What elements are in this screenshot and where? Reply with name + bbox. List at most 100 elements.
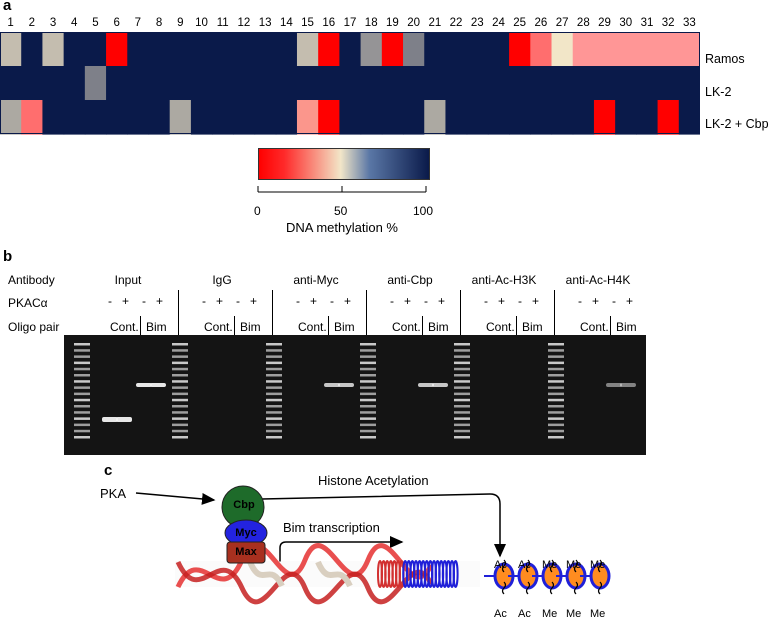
heatmap-cell: [487, 100, 510, 135]
pkac-sign: -: [202, 294, 206, 308]
antibody-label: anti-Cbp: [387, 273, 433, 287]
heatmap-column-label: 18: [364, 17, 378, 29]
heatmap-column-label: 9: [177, 17, 184, 29]
gel-band: [324, 383, 340, 387]
pkac-sign: -: [612, 294, 616, 308]
heatmap-cell: [275, 66, 298, 101]
heatmap-cell: [212, 100, 234, 135]
row-label-lk2-cbp: LK-2 + Cbp: [705, 117, 769, 131]
histone-acetylation-label: Histone Acetylation: [318, 473, 429, 488]
gel-band: [102, 417, 118, 422]
heatmap-cell: [445, 32, 468, 67]
heatmap-column-label: 33: [682, 17, 696, 29]
heatmap-cell: [509, 66, 531, 101]
heatmap-cell: [296, 100, 319, 135]
ladder-band: [548, 423, 564, 427]
ladder-band: [172, 417, 188, 420]
heatmap-column-label: 2: [28, 17, 36, 29]
pkac-sign: -: [236, 294, 240, 308]
heatmap-cell: [360, 32, 383, 67]
heatmap-column-label: 6: [113, 17, 120, 29]
pkac-sign: +: [532, 294, 540, 308]
group-separator: [366, 290, 367, 338]
oligo-cont-label: Cont.: [110, 320, 139, 334]
antibody-label: Input: [114, 273, 142, 287]
heatmap-cell: [233, 100, 256, 135]
heatmap-column-label: 7: [134, 17, 142, 29]
ladder-band: [548, 355, 564, 358]
heatmap-cell: [42, 100, 65, 135]
ladder-band: [548, 367, 564, 371]
oligo-bim-label: Bim: [616, 320, 637, 334]
ladder-band: [360, 380, 376, 383]
gel-band: [150, 383, 166, 387]
heatmap-cell: [424, 32, 447, 67]
heatmap-column-label: 23: [470, 17, 484, 29]
ladder-band: [266, 343, 282, 346]
group-separator: [460, 290, 461, 338]
pkac-sign: +: [404, 294, 412, 308]
heatmap-column-label: 31: [640, 17, 654, 29]
nucleosome-array: [484, 559, 611, 595]
ladder-band: [548, 361, 564, 365]
ladder-band: [74, 417, 90, 420]
heatmap-cell: [509, 32, 531, 67]
heatmap-cell: [636, 66, 659, 101]
ladder-band: [360, 417, 376, 420]
ladder-band: [74, 361, 90, 365]
ladder-band: [172, 405, 188, 408]
ladder-band: [548, 349, 564, 352]
heatmap-cell: [63, 66, 86, 101]
pkac-sign: +: [216, 294, 224, 308]
pkac-sign: -: [424, 294, 428, 308]
pkac-sign: +: [122, 294, 130, 308]
heatmap-column-label: 26: [534, 17, 548, 29]
ladder-band: [172, 374, 188, 377]
oligo-cont-label: Cont.: [486, 320, 515, 334]
ladder-band: [266, 386, 282, 389]
ladder-band: [266, 429, 282, 433]
dna-helix: [175, 543, 480, 605]
heatmap-cell: [487, 32, 510, 67]
group-separator: [272, 290, 273, 338]
gel-band: [620, 383, 636, 387]
ladder-band: [266, 405, 282, 408]
oligo-separator: [234, 316, 235, 338]
ladder-band: [172, 423, 188, 427]
heatmap-cell: [466, 66, 489, 101]
heatmap-cell: [678, 100, 700, 135]
ladder-band: [266, 355, 282, 358]
ladder-band: [360, 423, 376, 427]
histone-mark-top: Ac: [494, 559, 507, 571]
ladder-band: [360, 355, 376, 358]
heatmap-cell: [509, 100, 531, 135]
heatmap-cell: [169, 66, 192, 101]
heatmap-cell: [530, 32, 553, 67]
heatmap-column-label: 16: [322, 17, 336, 29]
oligo-bim-label: Bim: [146, 320, 167, 334]
ladder-band: [454, 429, 470, 433]
ladder-band: [360, 386, 376, 389]
ladder-band: [548, 405, 564, 408]
heatmap-cell: [593, 66, 616, 101]
row-label-ramos: Ramos: [705, 52, 745, 66]
heatmap-cell: [657, 32, 680, 67]
heatmap-column-label: 15: [301, 17, 314, 29]
heatmap-cell: [318, 66, 340, 101]
ladder-band: [74, 405, 90, 408]
heatmap-cell: [127, 32, 150, 67]
ladder-band: [172, 355, 188, 358]
heatmap-cell: [275, 32, 298, 67]
heatmap-cell: [212, 32, 234, 67]
ladder-band: [548, 374, 564, 377]
ladder-band: [360, 349, 376, 352]
ladder-band: [74, 380, 90, 383]
ladder-band: [454, 380, 470, 383]
ladder-band: [74, 349, 90, 352]
ladder-band: [360, 436, 376, 439]
ladder-band: [266, 398, 282, 402]
pkac-sign: -: [484, 294, 488, 308]
heatmap-column-label: 28: [576, 17, 590, 29]
heatmap-column-label: 12: [237, 17, 251, 29]
heatmap-cell: [551, 66, 574, 101]
